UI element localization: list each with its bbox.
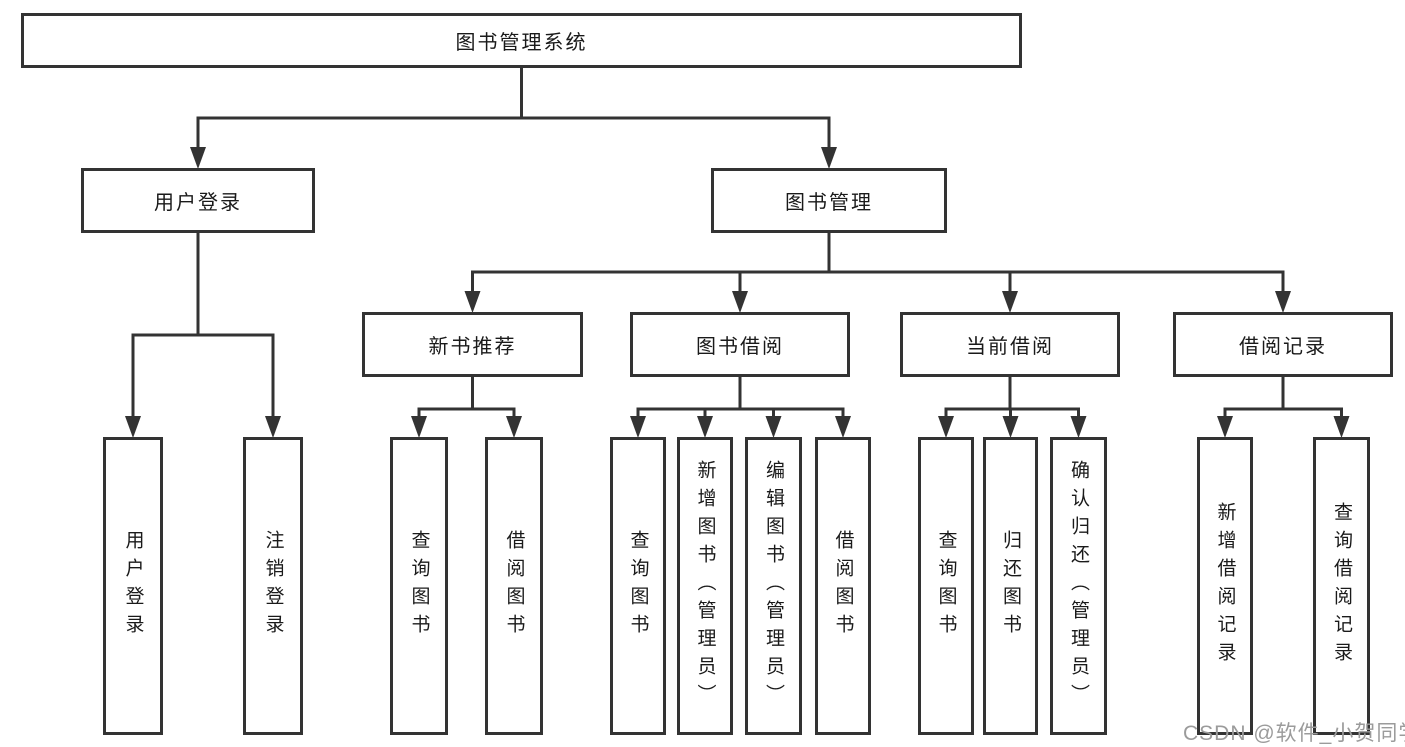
node-book-management: 图书管理 [711, 168, 947, 233]
arrow-down-icon [697, 416, 713, 438]
node-book-borrow: 图书借阅 [630, 312, 850, 377]
arrow-down-icon [1333, 416, 1350, 438]
node-label: 新增借阅记录 [1214, 502, 1236, 670]
node-user-login: 用户登录 [81, 168, 315, 233]
arrow-down-icon [506, 416, 522, 438]
node-label: 查询借阅记录 [1331, 502, 1352, 670]
node-root: 图书管理系统 [21, 13, 1022, 68]
node-add-borrow-record: 新增借阅记录 [1197, 437, 1253, 735]
node-label: 用户登录 [154, 192, 242, 214]
node-label: 新增图书（管理员） [694, 460, 716, 712]
node-query-book-3: 查询图书 [918, 437, 974, 735]
arrow-down-icon [411, 416, 427, 438]
node-label: 借阅图书 [503, 530, 525, 642]
node-label: 确认归还（管理员） [1068, 460, 1089, 712]
arrow-down-icon [1002, 291, 1018, 313]
node-label: 查询图书 [408, 530, 430, 642]
node-label: 新书推荐 [428, 336, 517, 358]
node-login: 用户登录 [103, 437, 163, 735]
node-label: 当前借阅 [966, 336, 1054, 358]
node-label: 图书管理 [785, 192, 873, 214]
node-confirm-return-admin: 确认归还（管理员） [1050, 437, 1107, 735]
arrow-down-icon [1217, 416, 1233, 438]
node-label: 图书管理系统 [455, 32, 588, 54]
node-query-book-1: 查询图书 [390, 437, 448, 735]
arrow-down-icon [464, 291, 481, 313]
arrow-down-icon [835, 416, 851, 438]
node-borrow-records: 借阅记录 [1173, 312, 1393, 377]
node-new-book-recommend: 新书推荐 [362, 312, 583, 377]
node-borrow-book-2: 借阅图书 [815, 437, 871, 735]
node-query-book-2: 查询图书 [610, 437, 666, 735]
node-query-borrow-record: 查询借阅记录 [1313, 437, 1370, 735]
node-label: 用户登录 [122, 530, 144, 642]
arrow-down-icon [190, 147, 206, 169]
node-label: 图书借阅 [696, 336, 784, 358]
node-return-book: 归还图书 [983, 437, 1038, 735]
arrow-down-icon [765, 416, 782, 438]
node-logout: 注销登录 [243, 437, 303, 735]
node-edit-book-admin: 编辑图书（管理员） [745, 437, 802, 735]
node-add-book-admin: 新增图书（管理员） [677, 437, 733, 735]
node-label: 注销登录 [262, 530, 284, 642]
arrow-down-icon [938, 416, 954, 438]
node-current-borrow: 当前借阅 [900, 312, 1120, 377]
arrow-down-icon [1275, 291, 1291, 313]
arrow-down-icon [630, 416, 646, 438]
arrow-down-icon [265, 416, 281, 438]
arrow-down-icon [1002, 416, 1019, 438]
node-borrow-book-1: 借阅图书 [485, 437, 543, 735]
arrow-down-icon [1070, 416, 1087, 438]
node-label: 编辑图书（管理员） [763, 460, 784, 712]
node-label: 借阅图书 [832, 530, 854, 642]
csdn-watermark: CSDN @软件_小贺同学 [1183, 722, 1405, 745]
arrow-down-icon [821, 147, 837, 169]
node-label: 查询图书 [935, 530, 957, 642]
node-label: 查询图书 [627, 530, 649, 642]
arrow-down-icon [732, 291, 748, 313]
arrow-down-icon [125, 416, 141, 438]
node-label: 归还图书 [1000, 530, 1021, 642]
node-label: 借阅记录 [1239, 336, 1327, 358]
